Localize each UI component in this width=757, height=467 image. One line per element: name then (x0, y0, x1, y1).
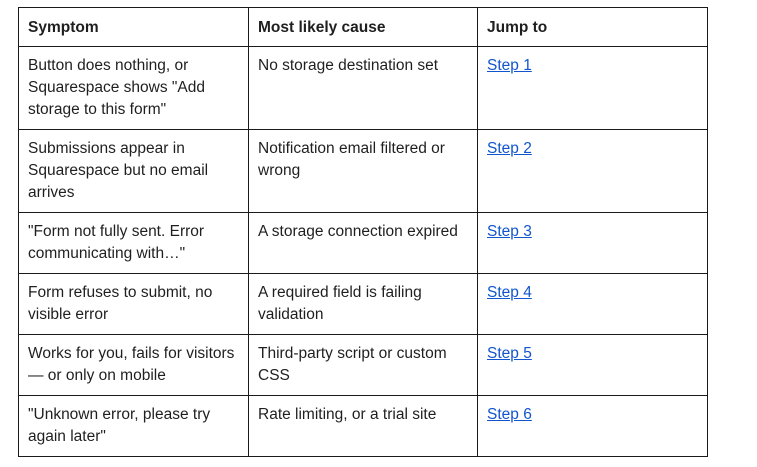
header-jump-to: Jump to (477, 7, 708, 47)
table-header-row: Symptom Most likely cause Jump to (18, 7, 708, 47)
table-row: Works for you, fails for visitors — or o… (18, 334, 708, 396)
cause-cell: No storage destination set (248, 46, 478, 130)
jump-cell: Step 5 (477, 334, 708, 396)
table-row: "Unknown error, please try again later" … (18, 395, 708, 457)
troubleshooting-table: Symptom Most likely cause Jump to Button… (18, 7, 708, 457)
symptom-cell: Submissions appear in Squarespace but no… (18, 129, 249, 213)
symptom-cell: Button does nothing, or Squarespace show… (18, 46, 249, 130)
symptom-cell: "Form not fully sent. Error communicatin… (18, 212, 249, 274)
symptom-cell: "Unknown error, please try again later" (18, 395, 249, 457)
cause-cell: Rate limiting, or a trial site (248, 395, 478, 457)
jump-cell: Step 4 (477, 273, 708, 335)
step-4-link[interactable]: Step 4 (487, 284, 532, 301)
step-2-link[interactable]: Step 2 (487, 140, 532, 157)
step-3-link[interactable]: Step 3 (487, 223, 532, 240)
cause-cell: Third-party script or custom CSS (248, 334, 478, 396)
cause-cell: A storage connection expired (248, 212, 478, 274)
header-cause: Most likely cause (248, 7, 478, 47)
cause-cell: A required field is failing validation (248, 273, 478, 335)
symptom-cell: Works for you, fails for visitors — or o… (18, 334, 249, 396)
table-row: Button does nothing, or Squarespace show… (18, 46, 708, 130)
jump-cell: Step 6 (477, 395, 708, 457)
table-row: Submissions appear in Squarespace but no… (18, 129, 708, 213)
jump-cell: Step 1 (477, 46, 708, 130)
table-row: Form refuses to submit, no visible error… (18, 273, 708, 335)
cause-cell: Notification email filtered or wrong (248, 129, 478, 213)
jump-cell: Step 2 (477, 129, 708, 213)
table-row: "Form not fully sent. Error communicatin… (18, 212, 708, 274)
symptom-cell: Form refuses to submit, no visible error (18, 273, 249, 335)
step-5-link[interactable]: Step 5 (487, 345, 532, 362)
jump-cell: Step 3 (477, 212, 708, 274)
step-1-link[interactable]: Step 1 (487, 57, 532, 74)
header-symptom: Symptom (18, 7, 249, 47)
step-6-link[interactable]: Step 6 (487, 406, 532, 423)
